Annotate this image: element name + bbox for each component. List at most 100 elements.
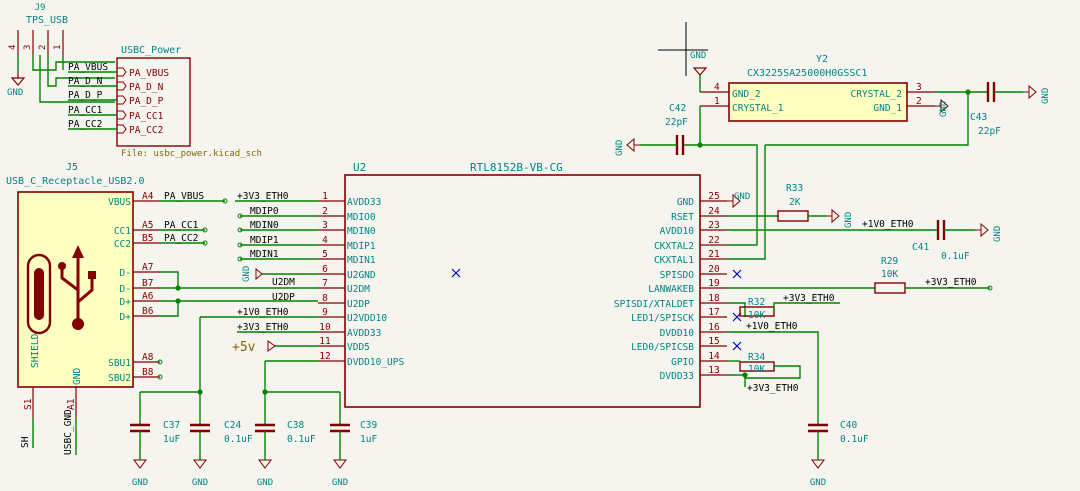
sheet-pin-flag	[116, 81, 127, 91]
capacitor-c39	[330, 423, 350, 433]
j9-value: TPS_USB	[26, 15, 68, 26]
net-label: PA_VBUS	[68, 62, 108, 73]
c24-ref: C24	[224, 420, 241, 431]
net-label-u2dm: U2DM	[272, 277, 295, 288]
u2-pin-num: 2	[322, 206, 328, 217]
net-label: PA_CC1	[68, 105, 103, 116]
u2-pin-name: U2DM	[347, 284, 370, 295]
gnd-label: GND	[242, 266, 252, 282]
y2-ref: Y2	[816, 54, 828, 65]
c43-value: 22pF	[978, 126, 1001, 137]
u2-pin-num: 18	[708, 293, 720, 304]
r34-ref: R34	[748, 352, 765, 363]
r33-value: 2K	[789, 197, 801, 208]
gnd-symbol	[626, 137, 640, 153]
wire-ckxtal1-loop	[765, 100, 969, 146]
u2-pin-num: 22	[708, 235, 719, 246]
j5-pin-name: CC1	[114, 226, 131, 237]
u2-pin-name: SPISDO	[660, 270, 695, 281]
u2-pin-num: 21	[708, 249, 720, 260]
wire-ckxtal2	[700, 144, 758, 246]
net-label-1v0-dvdd: +1V0_ETH0	[746, 321, 798, 332]
j5-gnd-label: GND	[72, 368, 83, 385]
sheet-pin-label: PA_VBUS	[129, 68, 169, 79]
wire-end	[237, 213, 243, 219]
net-label: PA_D_N	[68, 76, 103, 87]
power-arrow	[267, 340, 276, 352]
u2-pin-name: U2GND	[347, 270, 376, 281]
net-label-3v3b: +3V3_ETH0	[237, 322, 289, 333]
u2-body	[344, 174, 701, 408]
u2-pin-num: 20	[708, 264, 720, 275]
j5-pin-num: A4	[142, 191, 154, 202]
u2-pin-num: 12	[319, 351, 330, 362]
gnd-symbol	[826, 208, 840, 224]
j5-pin-name: SBU1	[108, 358, 131, 369]
c37-ref: C37	[163, 420, 180, 431]
usb-circle-icon	[58, 262, 66, 270]
j5-shield-label: SHIELD	[30, 333, 41, 368]
wire-dp	[160, 301, 179, 317]
gnd-label: GND	[7, 88, 23, 98]
j5-value: USB_C_Receptacle_USB2.0	[6, 176, 144, 187]
net-label-mdi: MDIP0	[250, 206, 279, 217]
c38-ref: C38	[287, 420, 304, 431]
j5-pin-name: D-	[120, 284, 131, 295]
u2-pin-num: 11	[319, 336, 331, 347]
wire-j9-dp	[39, 55, 115, 103]
resistor-r32	[739, 306, 775, 317]
net-label-u2dp: U2DP	[272, 292, 295, 303]
j5-pin-num: B7	[142, 278, 153, 289]
u2-pin-name: U2DP	[347, 299, 370, 310]
u2-pin-name: CKXTAL2	[654, 241, 694, 252]
gnd-label: GND	[734, 192, 750, 202]
y2-value: CX3225SA25000H0GSSC1	[747, 68, 867, 79]
j5-pin-num: B5	[142, 233, 153, 244]
u2-pin-num: 15	[708, 336, 719, 347]
j9-pin-num: 1	[53, 45, 63, 50]
j5-pin-num: B8	[142, 367, 154, 378]
no-connect-marker	[732, 341, 742, 351]
r29-ref: R29	[881, 256, 898, 267]
usb-c-port-tongue-icon	[34, 268, 44, 320]
u2-pin-name: GND	[677, 197, 694, 208]
j5-pin-name: SBU2	[108, 373, 131, 384]
gnd-symbol	[692, 67, 708, 76]
u2-pin-name: MDIN0	[347, 226, 376, 237]
sheet-pin-flag	[116, 67, 127, 77]
j5-pin-num: B6	[142, 306, 154, 317]
y2-pin-name: CRYSTAL_2	[851, 89, 902, 100]
net-label-cc1: PA_CC1	[164, 220, 199, 231]
u2-pin-name: VDD5	[347, 342, 370, 353]
u2-pin-num: 23	[708, 220, 719, 231]
u2-pin-name: MDIN1	[347, 255, 376, 266]
sheet-pin-label: PA_CC1	[129, 111, 164, 122]
crosshair-cursor	[658, 22, 708, 76]
wire-dm	[160, 271, 179, 288]
net-label-3v3: +3V3_ETH0	[237, 191, 289, 202]
u2-pin-num: 16	[708, 322, 720, 333]
j9-pin-num: 2	[38, 45, 48, 50]
wire-end	[157, 374, 163, 380]
c42-value: 22pF	[665, 117, 688, 128]
net-label-5v: +5v	[232, 340, 256, 355]
j5-pin-name: D-	[120, 268, 131, 279]
gnd-symbol	[727, 193, 741, 209]
j5-s1-pin: S1	[23, 398, 34, 410]
wire-end	[237, 227, 243, 233]
u2-pin-name: U2VDD10	[347, 313, 387, 324]
u2-pin-name: LANWAKEB	[648, 284, 694, 295]
net-label-mdi: MDIN1	[250, 249, 279, 260]
gnd-symbol	[255, 267, 263, 281]
wire	[727, 374, 746, 387]
capacitor-c38	[255, 423, 275, 433]
usb-base-icon	[72, 318, 84, 330]
c41-value: 0.1uF	[941, 251, 970, 262]
u2-pin-name: AVDD33	[347, 328, 381, 339]
capacitor-c43	[986, 82, 996, 102]
no-connect-marker	[732, 269, 742, 279]
u2-pin-name: LED0/SPICSB	[631, 342, 694, 353]
capacitor-c24	[190, 423, 210, 433]
wire-end	[202, 240, 208, 246]
u2-pin-name: AVDD10	[660, 226, 695, 237]
